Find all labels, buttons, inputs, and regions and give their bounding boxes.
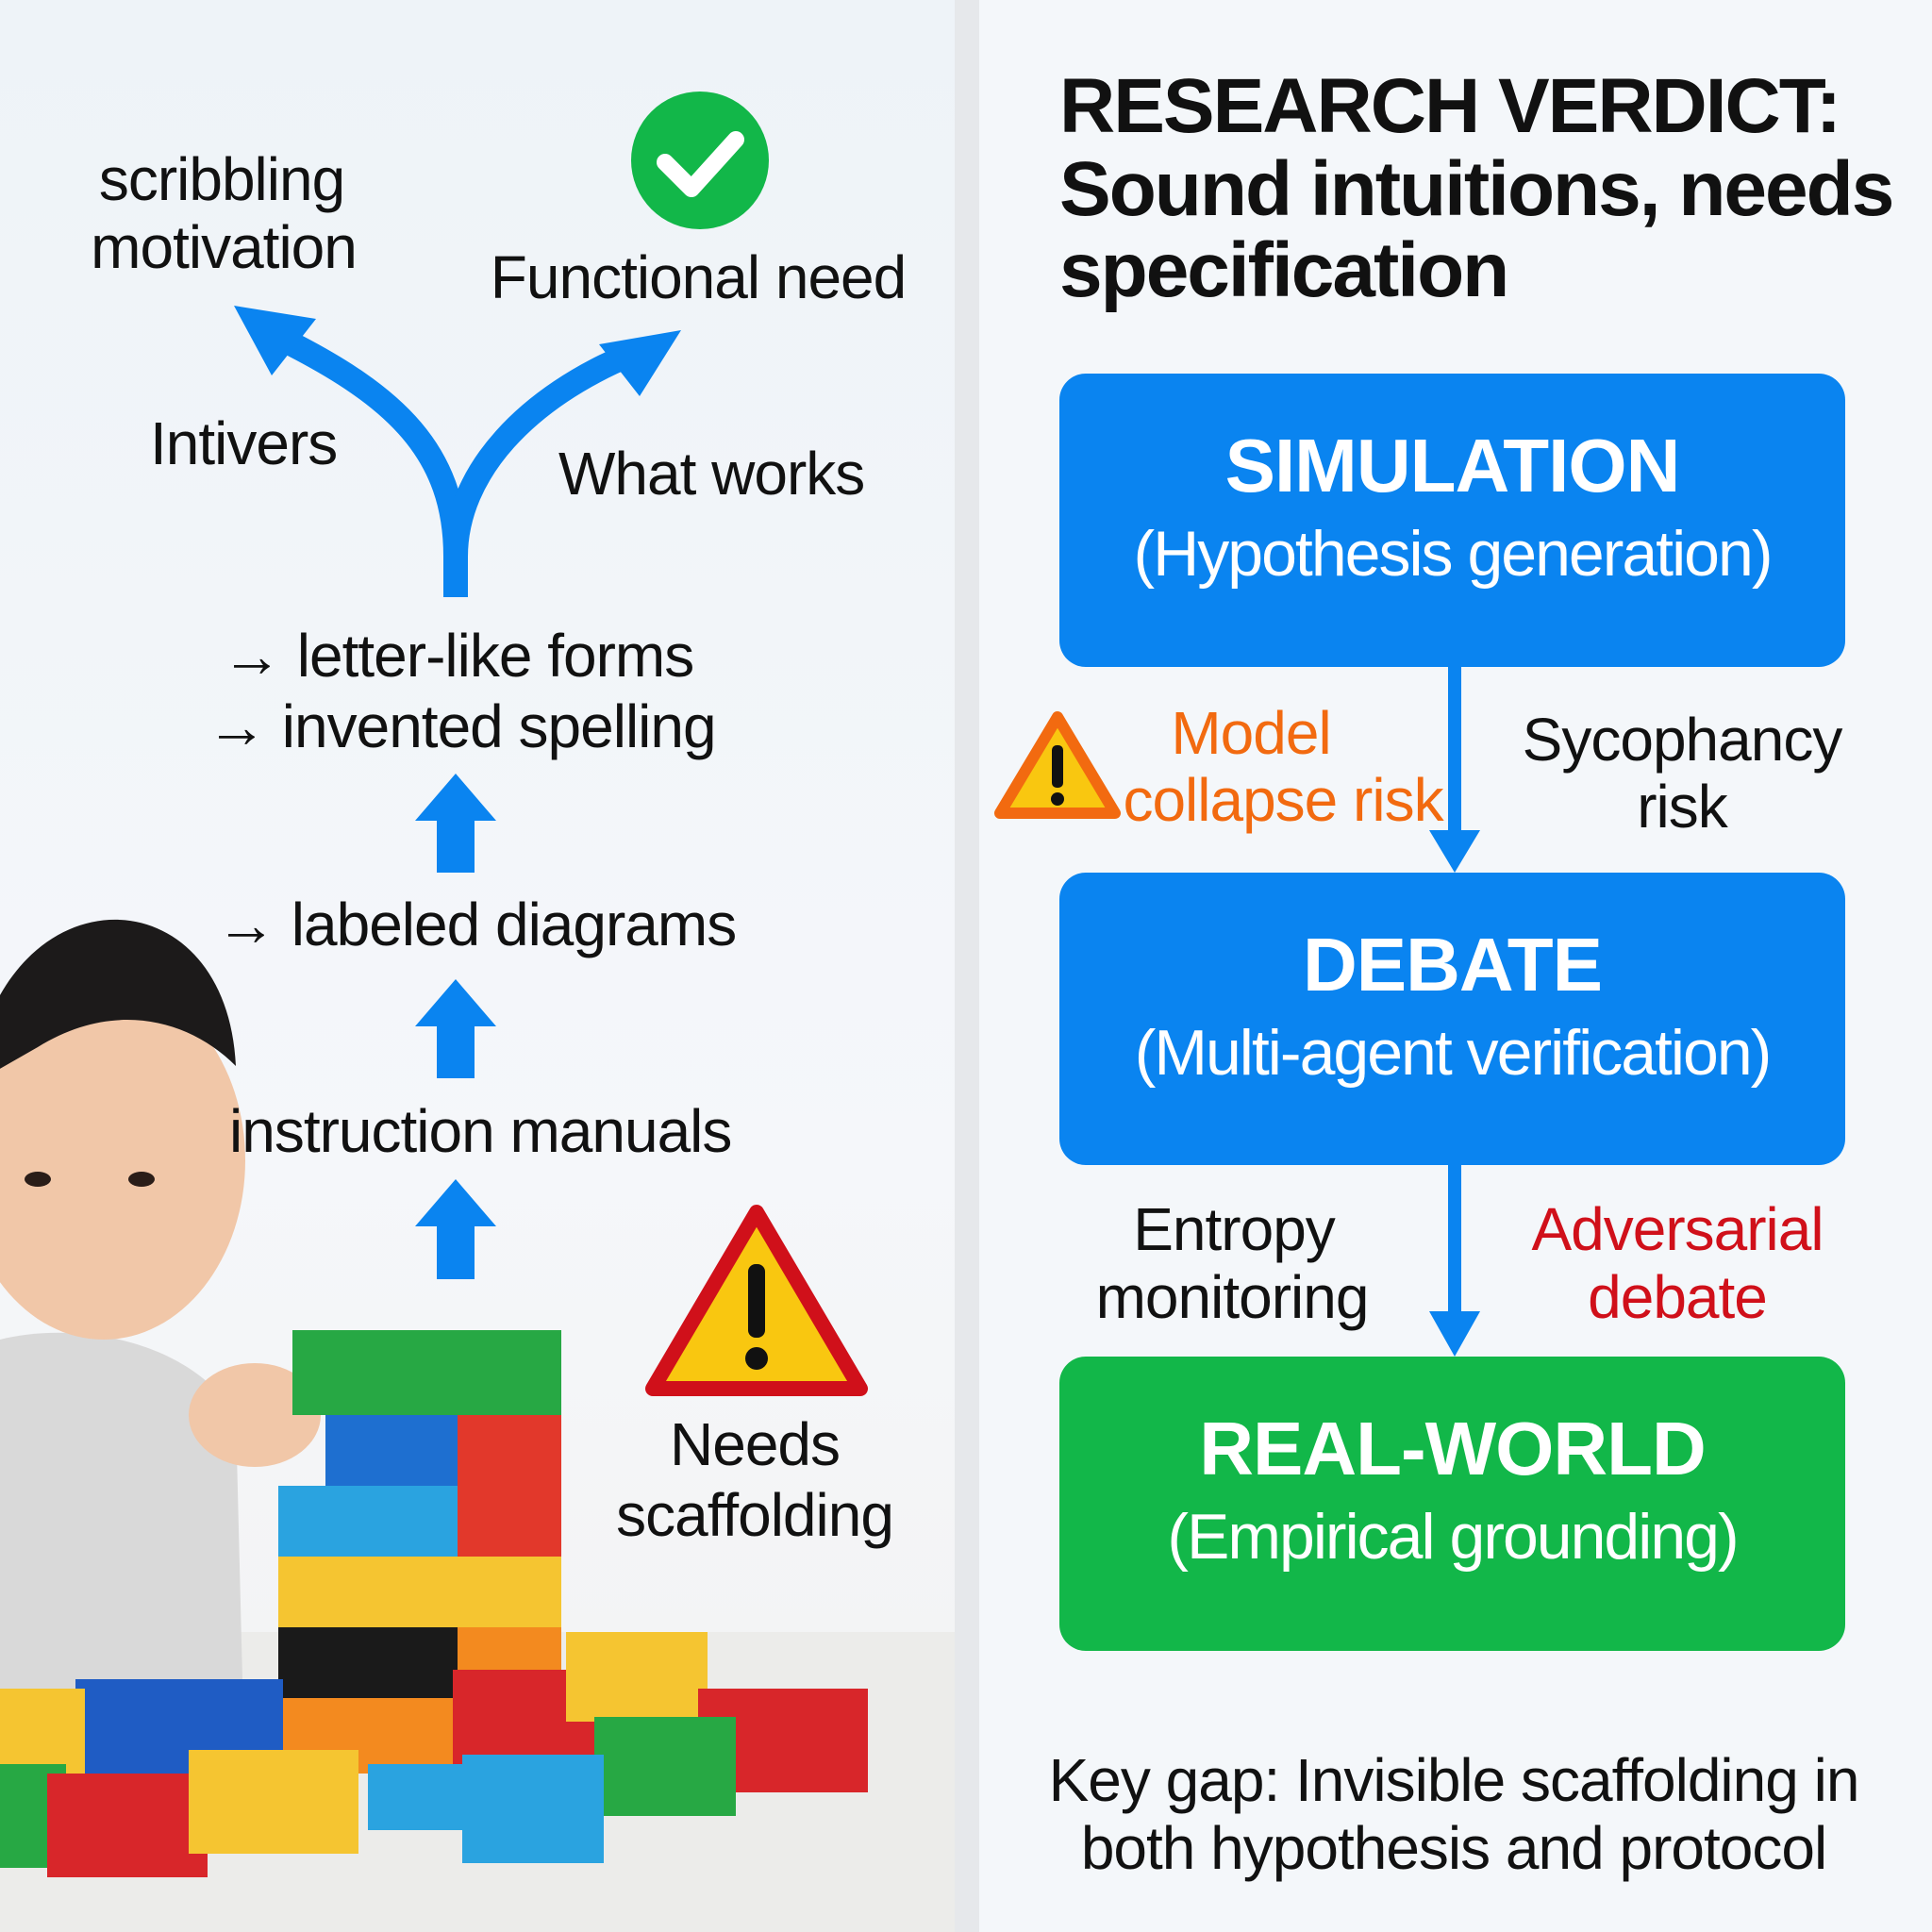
real-world-box: REAL-WORLD (Empirical grounding) [1059, 1357, 1845, 1651]
branch-right-label: What works [558, 440, 865, 508]
verdict-title-line1: RESEARCH VERDICT: [1059, 63, 1841, 149]
box-subtitle: (Multi-agent verification) [1134, 1017, 1773, 1089]
entropy-line1: Entropy [1133, 1195, 1336, 1263]
child-building-lego-image [0, 919, 955, 1932]
up-arrow-icon [415, 1179, 496, 1279]
key-gap-line2: both hypothesis and protocol [1080, 1814, 1827, 1882]
stage-letter-like-forms: → letter-like forms [222, 622, 694, 690]
box-subtitle: (Hypothesis generation) [1133, 518, 1774, 590]
box-title: SIMULATION [1224, 424, 1681, 508]
up-arrow-icon [415, 979, 496, 1078]
up-arrow-icon [415, 774, 496, 873]
box-subtitle: (Empirical grounding) [1167, 1501, 1739, 1573]
warning-label-line1: Needs [670, 1410, 841, 1478]
sycophancy-line1: Sycophancy [1522, 706, 1843, 774]
stage-labeled-diagrams: → labeled diagrams [216, 891, 737, 958]
verdict-title-line2: Sound intuitions, needs [1059, 146, 1894, 232]
check-circle-icon [631, 92, 769, 229]
warning-label-line2: scaffolding [616, 1481, 894, 1549]
flow-arrow-icon [1429, 1165, 1480, 1357]
model-collapse-line2: collapse risk [1123, 766, 1443, 834]
fork-arrow-icon [277, 328, 637, 597]
stage-invented-spelling: → invented spelling [207, 692, 717, 760]
arrowhead-right-icon [599, 330, 681, 396]
warning-triangle-icon [645, 1205, 868, 1396]
model-collapse-line1: Model [1171, 699, 1331, 767]
arrowhead-left-icon [234, 306, 316, 375]
verdict-title-line3: specification [1059, 227, 1509, 313]
branch-right-top: Functional need [490, 243, 907, 311]
panel-divider [955, 0, 979, 1932]
adversarial-line2: debate [1588, 1263, 1768, 1331]
stage-instruction-manuals: instruction manuals [229, 1097, 732, 1165]
branch-left-top-line2: motivation [91, 213, 358, 281]
simulation-box: SIMULATION (Hypothesis generation) [1059, 374, 1845, 667]
box-title: DEBATE [1303, 923, 1603, 1007]
entropy-line2: monitoring [1095, 1263, 1370, 1331]
branch-left-label: Intivers [150, 409, 338, 477]
debate-box: DEBATE (Multi-agent verification) [1059, 873, 1845, 1165]
sycophancy-line2: risk [1637, 773, 1728, 841]
adversarial-line1: Adversarial [1531, 1195, 1824, 1263]
branch-left-top-line1: scribbling [98, 145, 345, 213]
box-title: REAL-WORLD [1199, 1407, 1707, 1491]
key-gap-line1: Key gap: Invisible scaffolding in [1048, 1746, 1860, 1814]
flow-arrow-icon [1429, 667, 1480, 873]
warning-triangle-icon [994, 711, 1121, 819]
